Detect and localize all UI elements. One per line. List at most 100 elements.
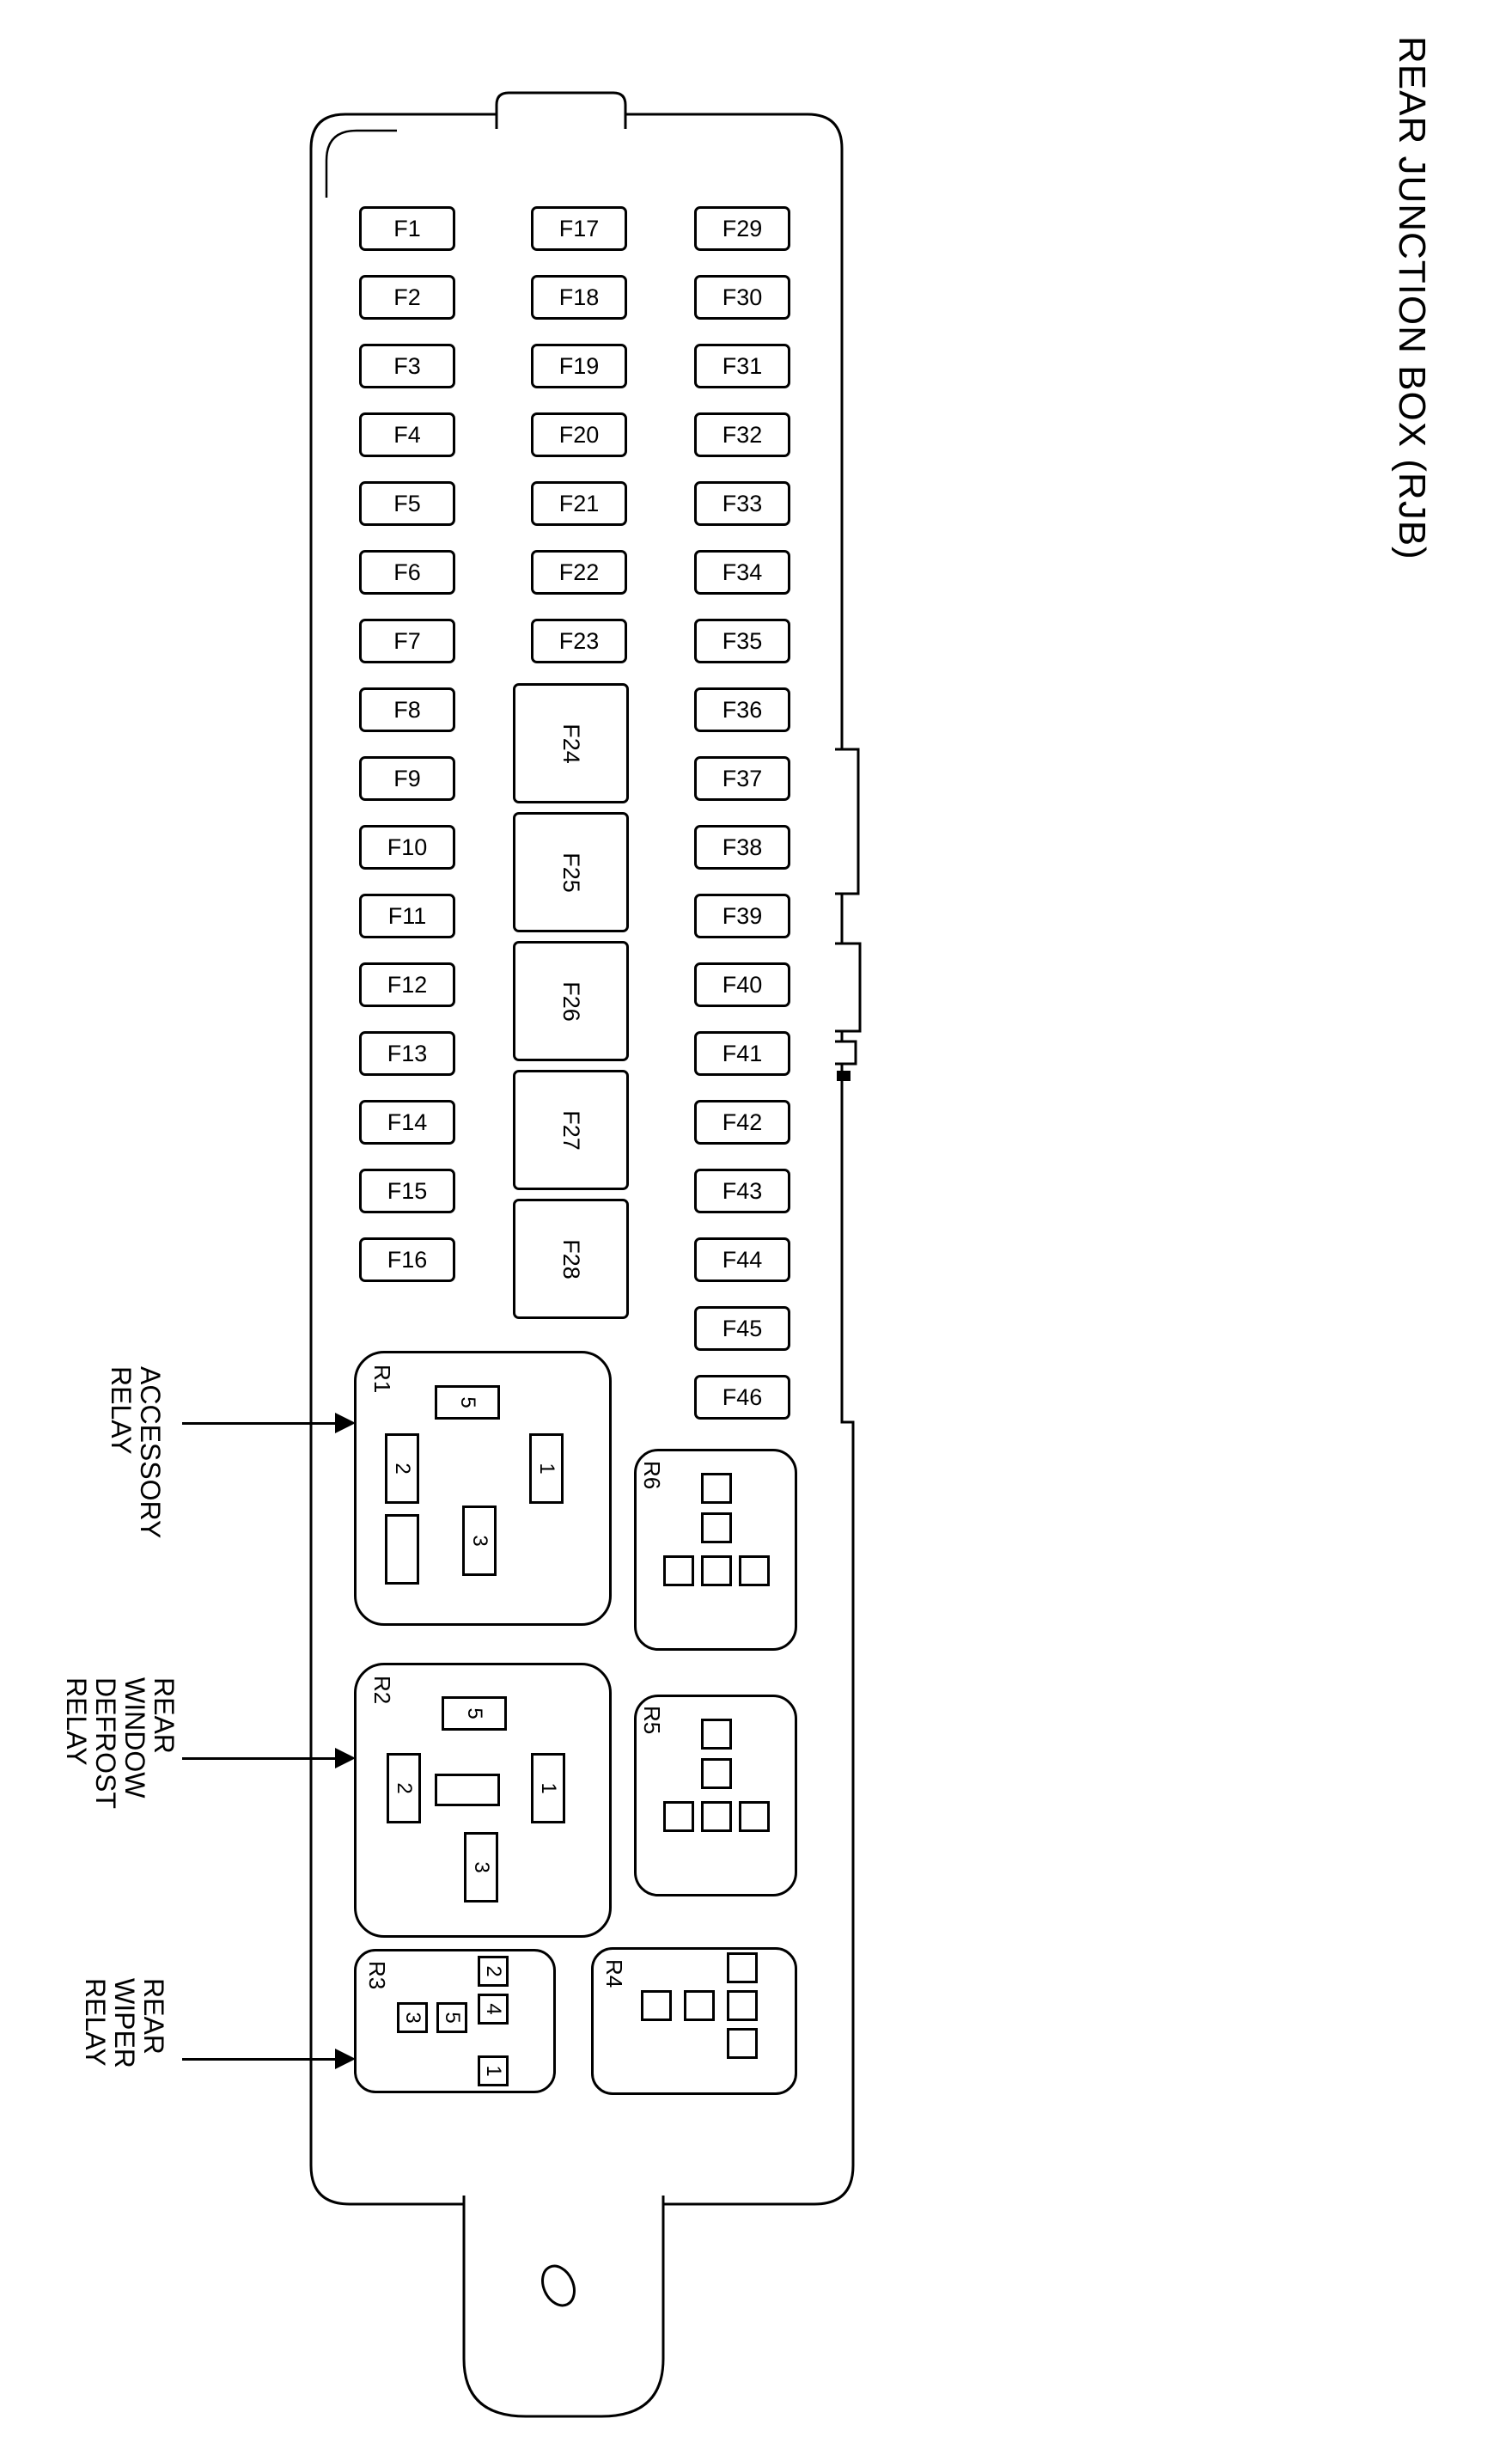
fuse-F5-label: F5: [393, 490, 421, 516]
fuse-F4-label: F4: [393, 421, 421, 448]
relay-R6-pin-4: [701, 1555, 732, 1586]
fuse-F7: F7: [359, 619, 455, 663]
fuse-F38: F38: [694, 825, 790, 870]
relay-R1-pin-2-label: 2: [391, 1463, 414, 1475]
callout-3-arrow-head: [335, 2049, 356, 2069]
fuse-F16-label: F16: [387, 1246, 428, 1273]
relay-R2-pin-1-label: 1: [537, 1782, 560, 1794]
fuse-F17: F17: [531, 206, 627, 251]
fuse-F30: F30: [694, 275, 790, 320]
relay-R2-pin-1: 1: [531, 1753, 565, 1823]
relay-R3-pin-4-label: 4: [482, 2003, 505, 2015]
relay-R1-pin-2: 2: [385, 1433, 419, 1504]
fuse-F31-label: F31: [722, 352, 763, 379]
relay-R3-label-text: R3: [364, 1961, 390, 1990]
relay-R6-pin-2: [701, 1512, 732, 1543]
relay-R1-pin-3: [385, 1514, 419, 1585]
fuse-F27-label: F27: [558, 1109, 584, 1151]
fuse-F29-label: F29: [722, 215, 763, 241]
fuse-F9-label: F9: [393, 765, 421, 791]
relay-R4-outline: [591, 1947, 797, 2095]
fuse-F2: F2: [359, 275, 455, 320]
callout-2-arrow-head: [335, 1748, 356, 1768]
callout-2-text: REAR WINDOW DEFROST RELAY: [61, 1677, 180, 1809]
fuse-F32-label: F32: [722, 421, 763, 448]
fuse-F17-label: F17: [558, 215, 600, 241]
callout-1-text: ACCESSORY RELAY: [106, 1366, 166, 1539]
fuse-F19-label: F19: [558, 352, 600, 379]
callout-3-arrow-line: [182, 2058, 337, 2061]
fuse-F46-label: F46: [722, 1383, 763, 1410]
fuse-F16: F16: [359, 1237, 455, 1282]
fuse-F37: F37: [694, 756, 790, 801]
relay-R3-pin-2: 2: [478, 1956, 509, 1987]
side-tab-lower: [835, 942, 862, 1033]
fuse-F23: F23: [531, 619, 627, 663]
fuse-F12-label: F12: [387, 971, 428, 998]
relay-R6-pin-5: [739, 1555, 770, 1586]
callout-1-arrow-head: [335, 1413, 356, 1433]
fuse-F44: F44: [694, 1237, 790, 1282]
fuse-F40: F40: [694, 962, 790, 1007]
fuse-F15: F15: [359, 1169, 455, 1213]
relay-R3-pin-3: 3: [397, 2002, 428, 2033]
relay-R2-pin-3: [435, 1774, 500, 1806]
relay-R3-pin-1-label: 1: [482, 2065, 505, 2077]
lid-seam: [325, 129, 397, 198]
relay-R5-pin-1: [701, 1719, 732, 1750]
fuse-F35: F35: [694, 619, 790, 663]
fuse-F25: F25: [513, 812, 629, 932]
callout-2-arrow-line: [182, 1757, 337, 1760]
fuse-F21: F21: [531, 481, 627, 526]
relay-R1-pin-1-label: 1: [535, 1463, 558, 1475]
relay-R4-label-text: R4: [601, 1959, 627, 1988]
fuse-F11: F11: [359, 894, 455, 938]
fuse-F26-label: F26: [558, 980, 584, 1022]
fuse-F24: F24: [513, 683, 629, 803]
relay-R1-pin-1: 1: [529, 1433, 564, 1504]
fuse-F6: F6: [359, 550, 455, 595]
fuse-F11-label: F11: [387, 902, 427, 929]
relay-R1-label-text: R1: [369, 1365, 395, 1394]
fuse-F1: F1: [359, 206, 455, 251]
relay-R5-pin-4: [701, 1801, 732, 1832]
fuse-F39: F39: [694, 894, 790, 938]
fuse-F41-label: F41: [722, 1040, 763, 1066]
fuse-F26: F26: [513, 941, 629, 1061]
relay-R5-pin-5: [739, 1801, 770, 1832]
fuse-F40-label: F40: [722, 971, 763, 998]
page-title-text: REAR JUNCTION BOX (RJB): [1391, 36, 1433, 560]
fuse-F28-label: F28: [558, 1238, 584, 1280]
relay-R1-pin-3-label: 3: [468, 1535, 491, 1547]
fuse-F33-label: F33: [722, 490, 763, 516]
fuse-F45: F45: [694, 1306, 790, 1351]
fuse-F31: F31: [694, 344, 790, 388]
relay-R2-pin-5-label: 5: [463, 1707, 486, 1719]
relay-R3-pin-3-label: 3: [401, 2012, 424, 2024]
relay-R3-pin-1: 1: [478, 2055, 509, 2086]
fuse-F20: F20: [531, 412, 627, 457]
fuse-F35-label: F35: [722, 627, 763, 654]
fuse-F4: F4: [359, 412, 455, 457]
fuse-F32: F32: [694, 412, 790, 457]
fuse-F22: F22: [531, 550, 627, 595]
fuse-F14-label: F14: [387, 1109, 428, 1135]
relay-R4-pin-4: [727, 1990, 758, 2021]
fuse-F12: F12: [359, 962, 455, 1007]
relay-R5-label-text: R5: [639, 1706, 665, 1735]
fuse-F36: F36: [694, 687, 790, 732]
fuse-F33: F33: [694, 481, 790, 526]
fuse-F44-label: F44: [722, 1246, 763, 1273]
callout-1-arrow-line: [182, 1422, 337, 1425]
fuse-F22-label: F22: [558, 559, 600, 585]
fuse-F25-label: F25: [558, 852, 584, 893]
fuse-F43-label: F43: [722, 1177, 763, 1204]
relay-R1-pin-3: 3: [462, 1505, 497, 1576]
relay-R2-pin-2-label: 2: [393, 1782, 416, 1794]
fuse-F20-label: F20: [558, 421, 600, 448]
fuse-F2-label: F2: [393, 284, 421, 310]
fuse-F36-label: F36: [722, 696, 763, 723]
fuse-F43: F43: [694, 1169, 790, 1213]
